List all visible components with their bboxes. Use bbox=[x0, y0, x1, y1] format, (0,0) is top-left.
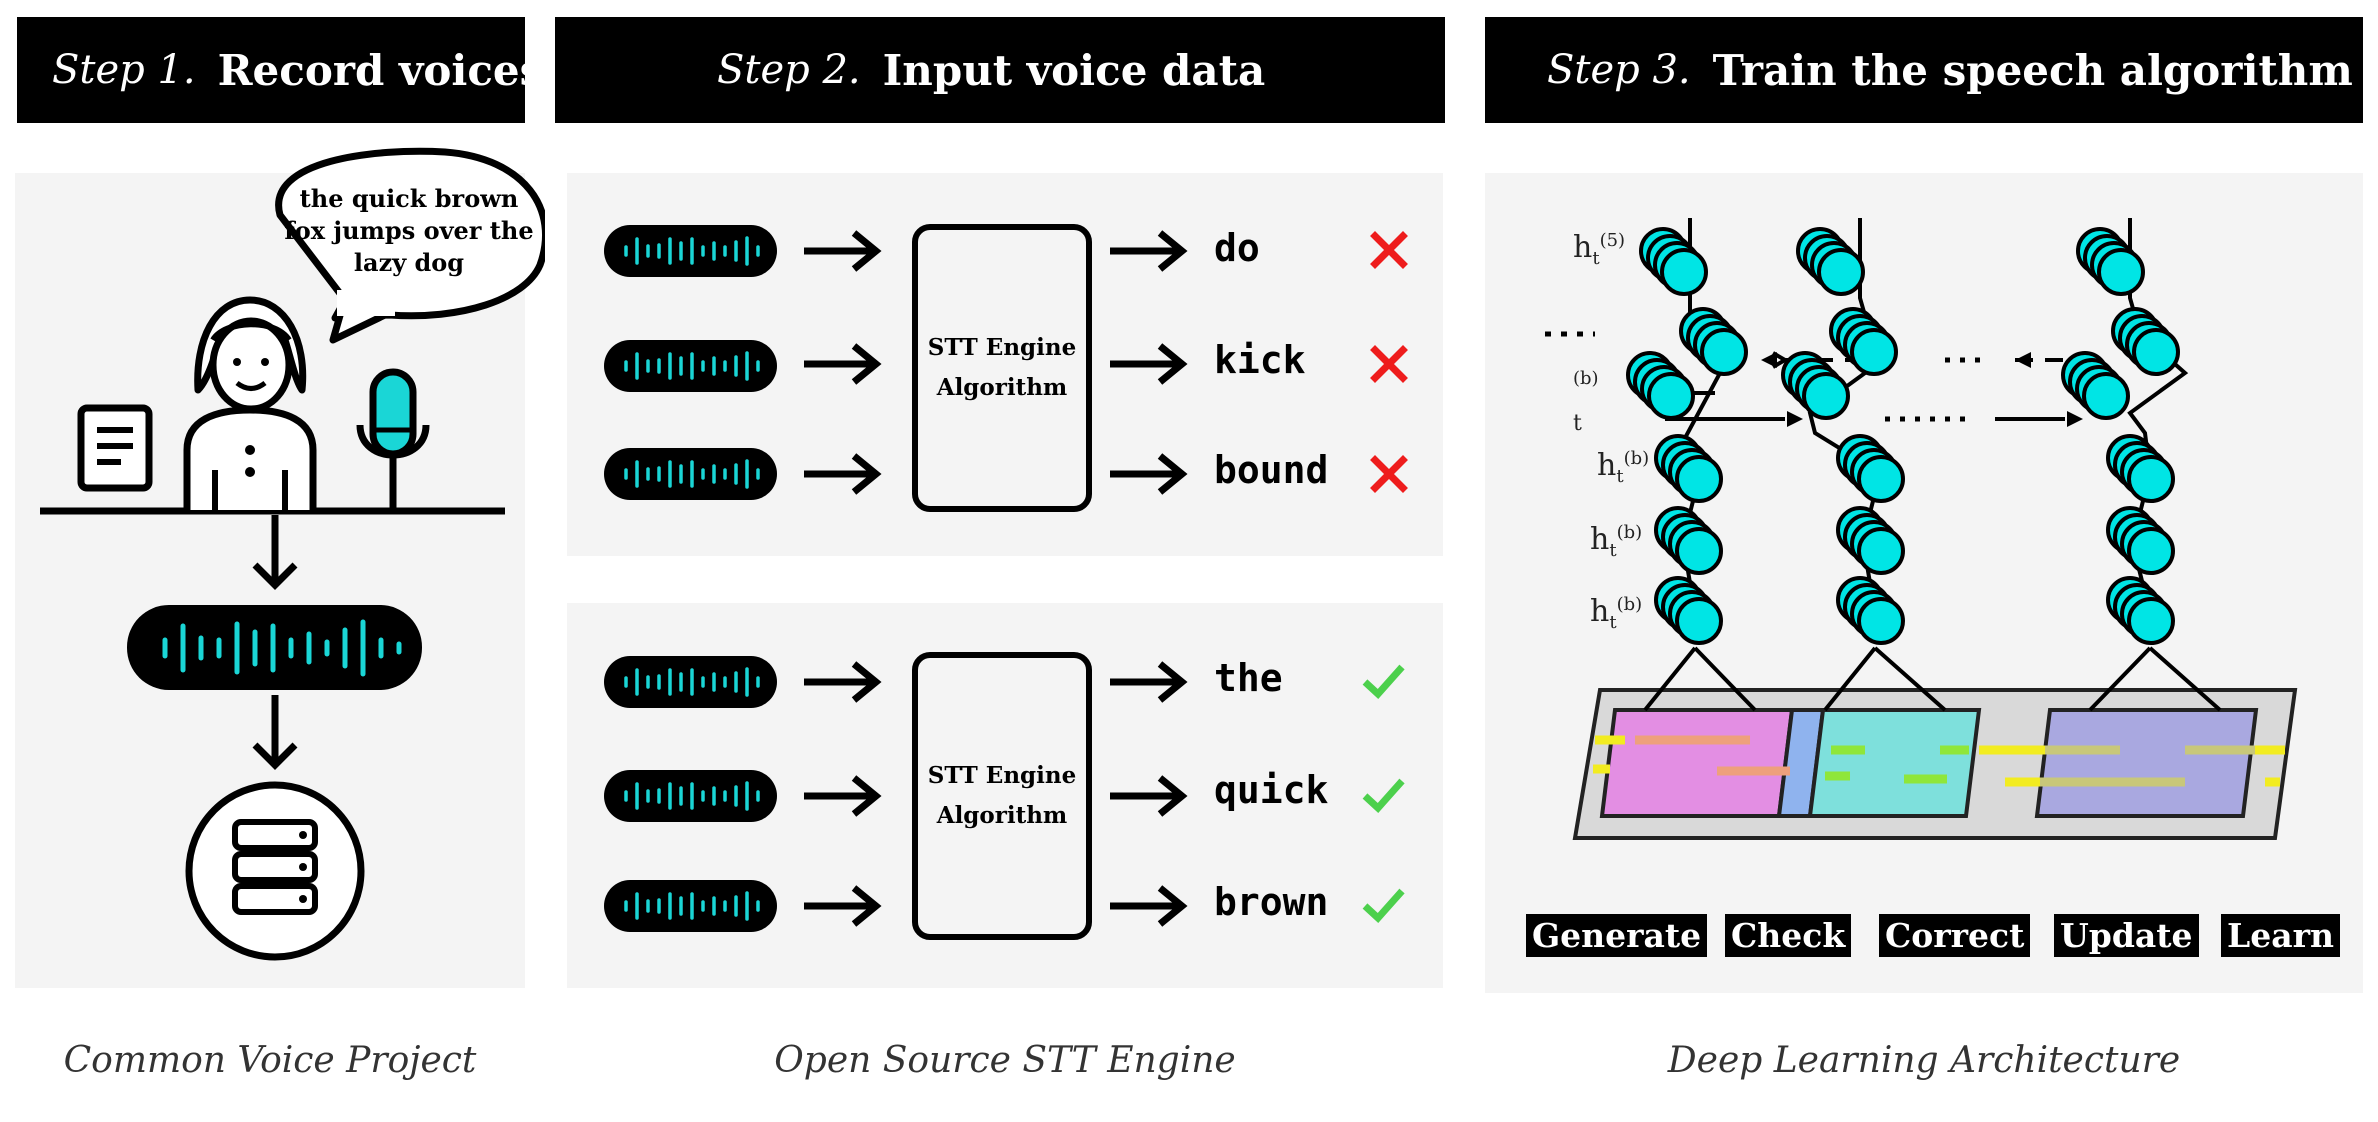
hidden-state-label: ht(b) bbox=[1590, 522, 1643, 561]
caption-deep-learning: Deep Learning Architecture bbox=[1667, 1040, 2181, 1081]
engine-label-line1: STT Engine bbox=[927, 334, 1077, 361]
arrow-right-icon bbox=[1110, 346, 1182, 382]
check-icon bbox=[1362, 778, 1405, 813]
engine-label-line2: Algorithm bbox=[936, 802, 1068, 829]
loop-step-correct: Correct bbox=[1879, 914, 2031, 957]
loop-step-update: Update bbox=[2054, 914, 2199, 957]
arrow-right-icon bbox=[804, 456, 876, 492]
arrow-right-icon bbox=[804, 664, 876, 700]
arrow-right-icon bbox=[804, 346, 876, 382]
step1-header: Step 1. Record voices bbox=[17, 17, 543, 123]
output-word-correct: the bbox=[1214, 656, 1283, 700]
speech-bubble-text: the quick brown fox jumps over the lazy … bbox=[284, 184, 534, 277]
hidden-state-label: ht(5) bbox=[1573, 230, 1626, 269]
server-icon bbox=[185, 781, 365, 961]
output-word-wrong: bound bbox=[1214, 448, 1329, 492]
cross-icon bbox=[1370, 345, 1408, 383]
microphone-icon bbox=[356, 368, 430, 510]
arrow-right-icon bbox=[1110, 233, 1182, 269]
train-algorithm-panel bbox=[1485, 173, 2363, 993]
record-voices-illustration bbox=[40, 147, 545, 961]
step3-title: Train the speech algorithm bbox=[1712, 45, 2353, 95]
step3-number: Step 3. bbox=[1547, 47, 1691, 93]
hidden-state-label: ht(b) bbox=[1597, 448, 1650, 487]
step2-title: Input voice data bbox=[882, 45, 1266, 95]
arrow-right-icon bbox=[1110, 778, 1182, 814]
person-icon bbox=[183, 296, 317, 510]
caption-common-voice: Common Voice Project bbox=[63, 1040, 477, 1081]
hidden-state-label: (b)t bbox=[1573, 368, 1599, 436]
audio-wave-icon bbox=[127, 605, 422, 690]
arrow-right-icon bbox=[804, 233, 876, 269]
loop-step-generate: Generate bbox=[1526, 914, 1708, 957]
cross-icon bbox=[1370, 455, 1408, 493]
output-word-correct: quick bbox=[1214, 768, 1329, 812]
output-word-wrong: do bbox=[1214, 226, 1260, 270]
loop-step-learn: Learn bbox=[2221, 914, 2340, 957]
neural-network-diagram bbox=[1545, 218, 2298, 840]
engine-label-line1: STT Engine bbox=[927, 762, 1077, 789]
step2-header: Step 2. Input voice data bbox=[555, 17, 1445, 123]
arrow-right-icon bbox=[1110, 664, 1182, 700]
arrow-right-icon bbox=[1110, 888, 1182, 924]
arrow-right-icon bbox=[804, 888, 876, 924]
step2-number: Step 2. bbox=[717, 47, 861, 93]
output-word-correct: brown bbox=[1214, 880, 1329, 924]
cross-icon bbox=[1370, 231, 1408, 269]
loop-step-check: Check bbox=[1725, 914, 1852, 957]
check-icon bbox=[1362, 664, 1405, 699]
check-icon bbox=[1362, 888, 1405, 923]
output-word-wrong: kick bbox=[1214, 338, 1306, 382]
engine-label-line2: Algorithm bbox=[936, 374, 1068, 401]
caption-stt-engine: Open Source STT Engine bbox=[774, 1040, 1236, 1081]
arrow-right-icon bbox=[804, 778, 876, 814]
step1-title: Record voices bbox=[217, 45, 544, 95]
arrow-right-icon bbox=[1110, 456, 1182, 492]
document-icon bbox=[77, 404, 153, 492]
hidden-state-label: ht(b) bbox=[1590, 594, 1643, 633]
step3-header: Step 3. Train the speech algorithm bbox=[1485, 17, 2363, 123]
step1-number: Step 1. bbox=[52, 47, 196, 93]
